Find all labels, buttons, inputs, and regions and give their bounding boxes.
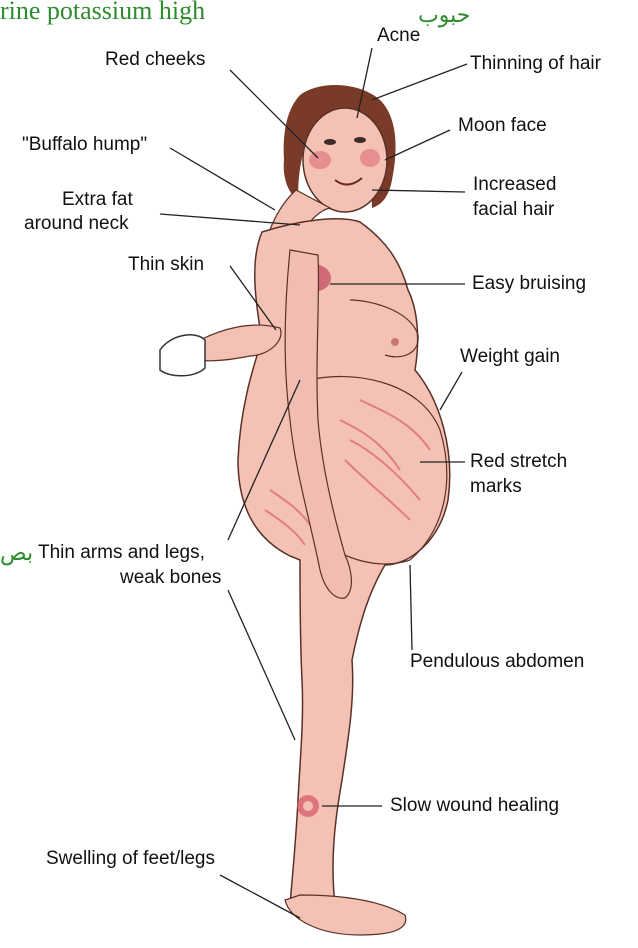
leader-weight-gain bbox=[440, 372, 462, 410]
label-thinning-hair: Thinning of hair bbox=[470, 52, 601, 76]
leader-red-cheeks bbox=[230, 70, 318, 158]
label-easy-bruising: Easy bruising bbox=[472, 272, 586, 296]
label-thin-skin: Thin skin bbox=[128, 253, 204, 277]
top-annotation: rine potassium high bbox=[0, 0, 205, 26]
leader-increased-hair bbox=[372, 190, 465, 192]
label-pendulous: Pendulous abdomen bbox=[410, 650, 584, 674]
leader-swelling bbox=[220, 875, 300, 918]
arabic-side-annotation: بص bbox=[0, 540, 33, 566]
label-weight-gain: Weight gain bbox=[460, 345, 560, 369]
leader-buffalo-hump bbox=[170, 148, 275, 210]
label-thin-arms-line1: Thin arms and legs, bbox=[38, 541, 205, 565]
arabic-acne-annotation: حبوب bbox=[418, 2, 470, 28]
leader-weak-bones bbox=[228, 590, 295, 740]
label-red-cheeks: Red cheeks bbox=[105, 48, 205, 72]
label-thin-arms-line2: weak bones bbox=[120, 566, 221, 590]
leader-acne bbox=[357, 48, 372, 118]
label-increased-hair-line1: Increased bbox=[473, 173, 556, 197]
leader-thin-skin bbox=[230, 266, 276, 330]
leader-thin-arms bbox=[228, 380, 300, 540]
label-red-stretch-line2: marks bbox=[470, 475, 522, 499]
leader-moon-face bbox=[385, 130, 450, 160]
label-increased-hair-line2: facial hair bbox=[473, 198, 554, 222]
label-moon-face: Moon face bbox=[458, 114, 547, 138]
label-swelling: Swelling of feet/legs bbox=[46, 847, 215, 871]
label-acne: Acne bbox=[377, 24, 420, 48]
label-red-stretch-line1: Red stretch bbox=[470, 450, 567, 474]
label-extra-fat-line1: Extra fat bbox=[62, 188, 133, 212]
label-extra-fat-line2: around neck bbox=[24, 212, 129, 236]
leader-pendulous bbox=[410, 565, 412, 650]
leader-thinning-hair bbox=[372, 64, 467, 100]
leader-extra-fat bbox=[160, 214, 300, 225]
label-buffalo-hump: "Buffalo hump" bbox=[22, 133, 147, 157]
label-slow-wound: Slow wound healing bbox=[390, 794, 559, 818]
